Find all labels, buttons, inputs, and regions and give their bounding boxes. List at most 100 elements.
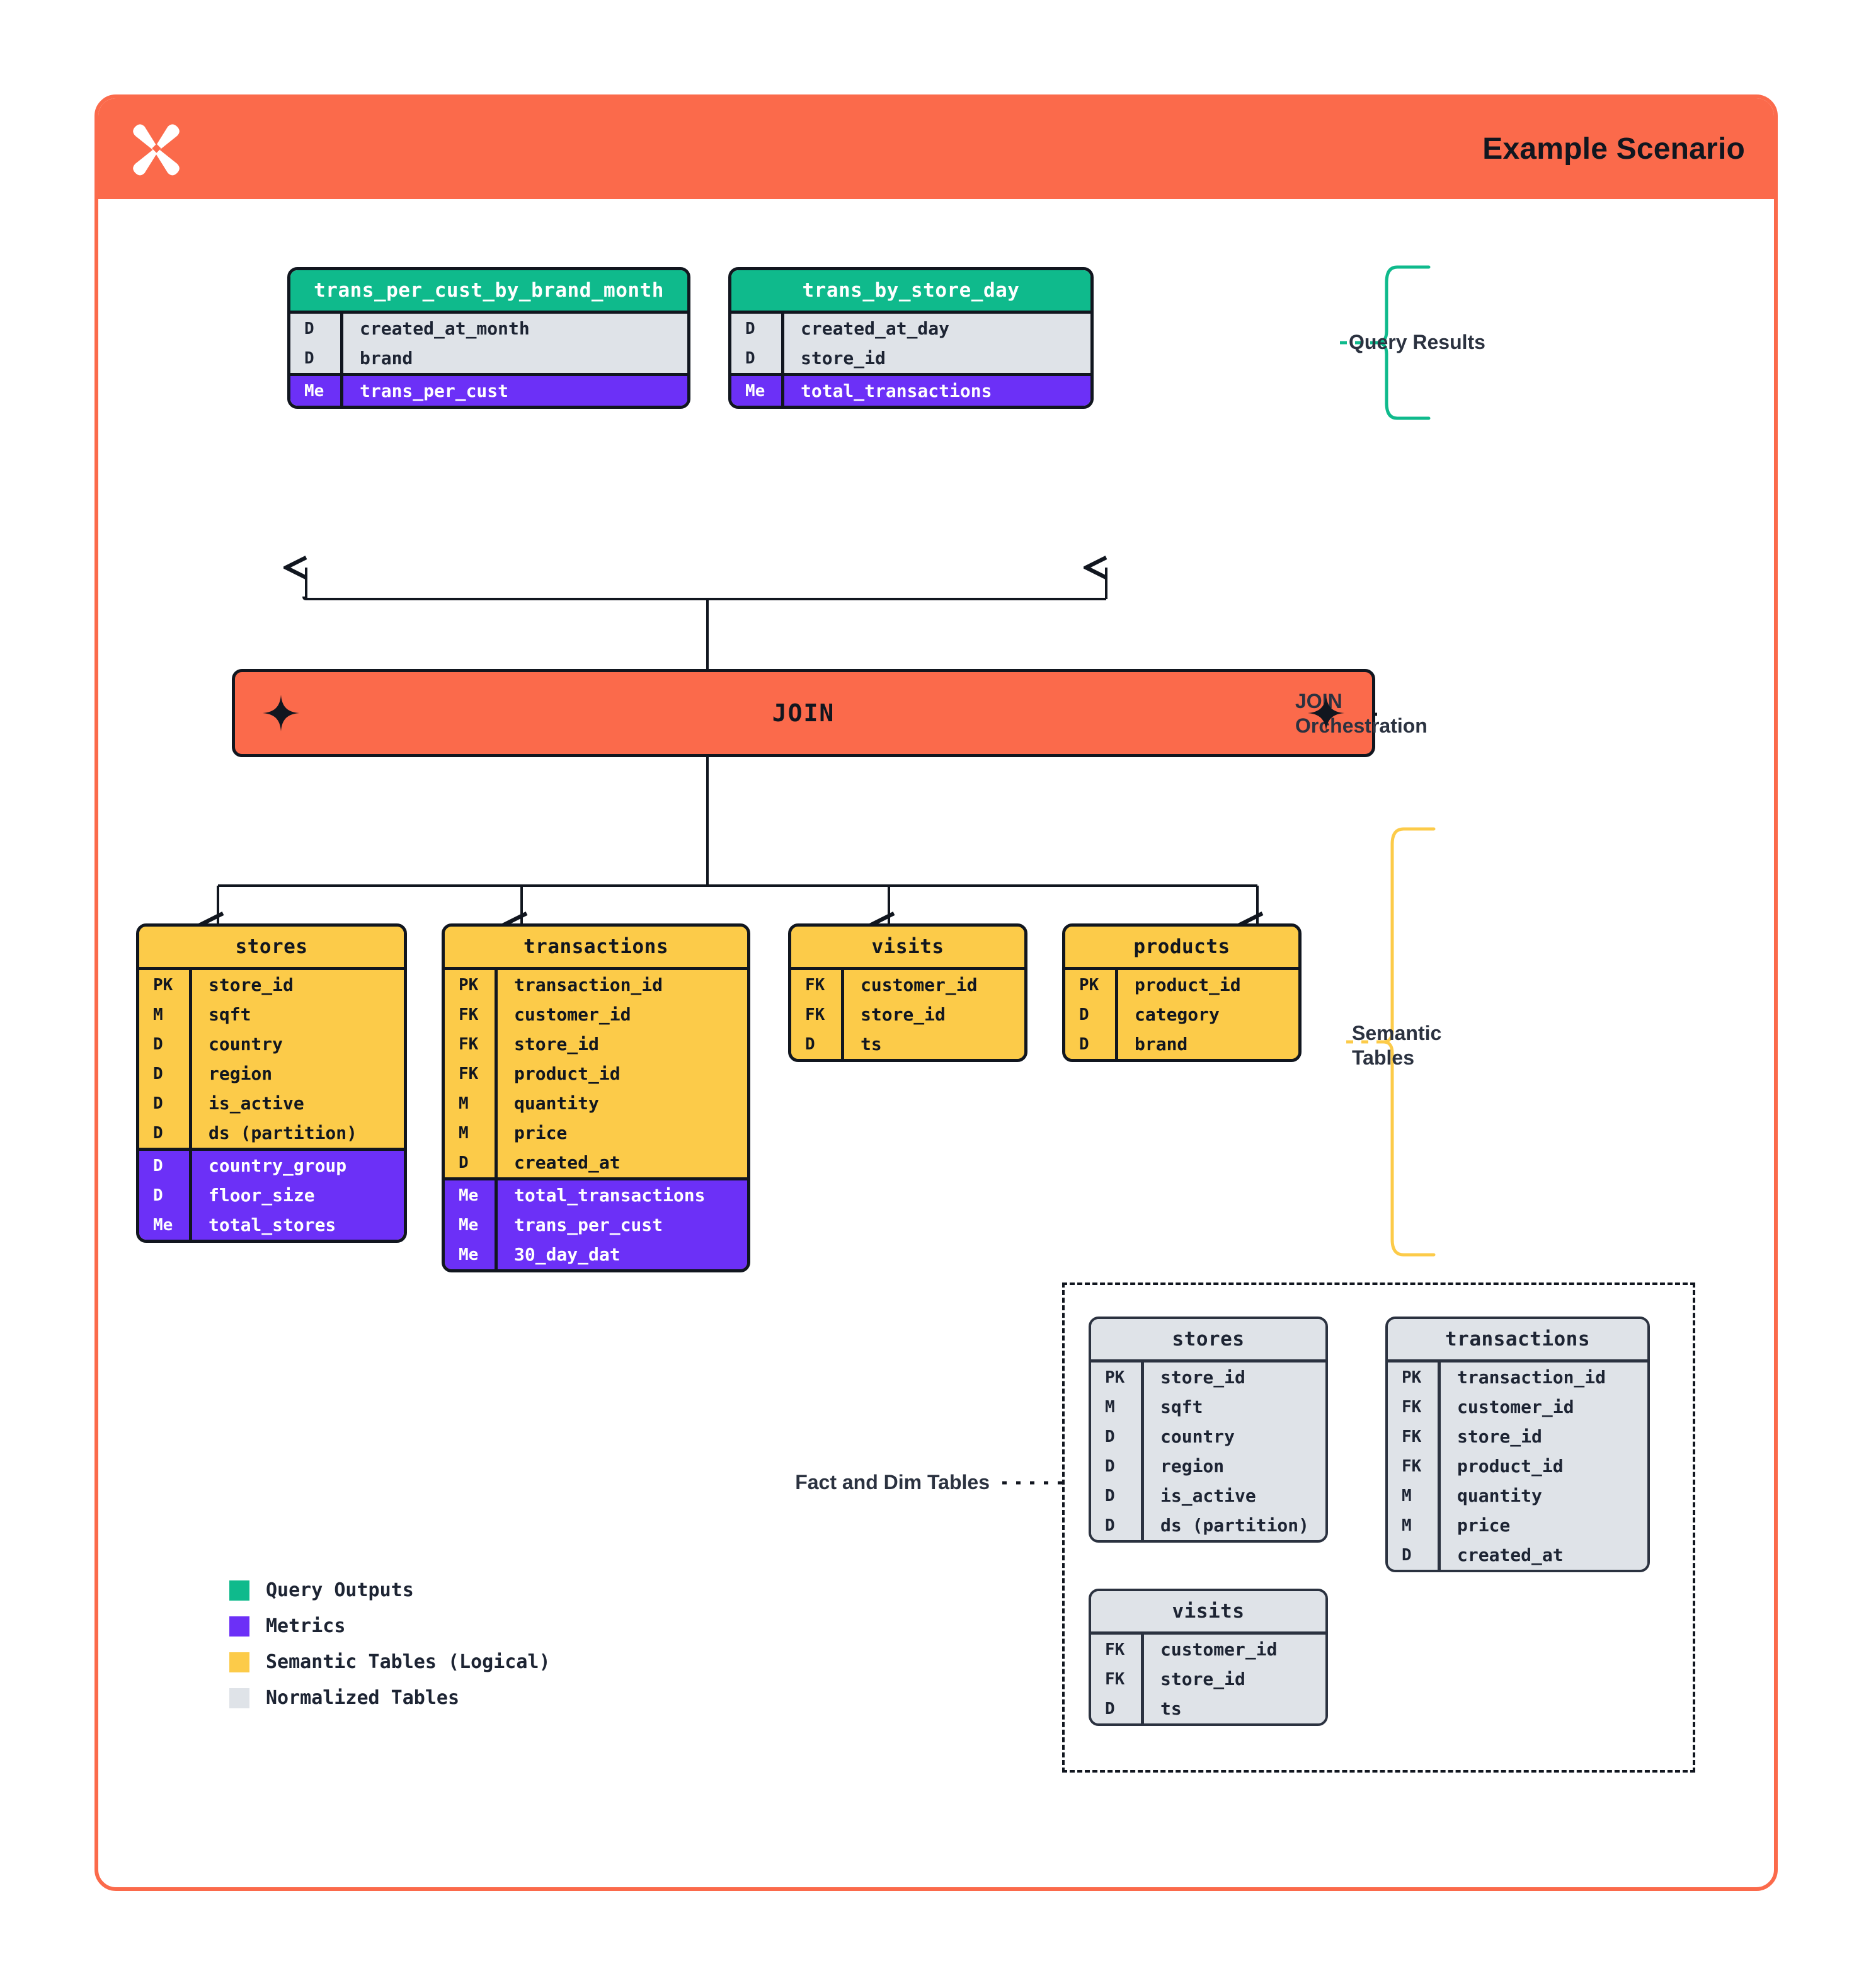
annotation-join-orchestration: JOIN Orchestration — [1295, 689, 1428, 738]
row-key: FK — [445, 1029, 498, 1059]
row-field: ds (partition) — [209, 1123, 358, 1143]
row-key: D — [139, 1118, 192, 1148]
row-field: floor_size — [209, 1185, 315, 1206]
row-field: country — [1160, 1426, 1235, 1447]
table-row: D brand — [290, 343, 687, 373]
row-field: customer_id — [1457, 1397, 1574, 1417]
row-field: store_id — [1160, 1367, 1245, 1388]
row-key: PK — [445, 970, 498, 1000]
row-field: customer_id — [514, 1004, 631, 1025]
row-key: D — [290, 343, 343, 373]
row-key: M — [445, 1118, 498, 1148]
legend-label: Query Outputs — [266, 1579, 414, 1601]
annotation-semantic-line1: Semantic — [1352, 1022, 1442, 1044]
row-key: D — [139, 1180, 192, 1210]
row-field: brand — [360, 348, 413, 368]
row-key: Me — [445, 1210, 498, 1240]
row-field: created_at — [514, 1152, 621, 1173]
row-field: ts — [861, 1034, 882, 1054]
table-row: PK store_id — [1091, 1362, 1325, 1392]
row-key: Me — [139, 1210, 192, 1240]
row-key: FK — [1091, 1635, 1144, 1664]
row-field: quantity — [1457, 1485, 1542, 1506]
row-key: FK — [1388, 1422, 1441, 1451]
table-dimensions: D created_at_day D store_id — [731, 311, 1090, 373]
row-key: FK — [445, 1000, 498, 1029]
row-field: total_transactions — [514, 1185, 706, 1206]
sparkle-icon — [1308, 695, 1344, 731]
table-row: Me total_transactions — [731, 376, 1090, 406]
row-field: brand — [1135, 1034, 1188, 1054]
annotation-join-line2: Orchestration — [1295, 714, 1428, 738]
legend-swatch — [229, 1580, 249, 1601]
table-row: Me trans_per_cust — [290, 376, 687, 406]
join-label: JOIN — [772, 699, 835, 727]
row-key: PK — [1388, 1362, 1441, 1392]
table-header: stores — [1091, 1319, 1325, 1359]
table-row: FK customer_id — [445, 1000, 747, 1029]
table-row: Me total_transactions — [445, 1180, 747, 1210]
row-key: PK — [1091, 1362, 1144, 1392]
row-key: D — [1091, 1422, 1144, 1451]
annotation-fact-and-dim-tables: Fact and Dim Tables — [795, 1471, 990, 1494]
annotation-semantic-tables: Semantic Tables — [1352, 1021, 1441, 1070]
row-key: Me — [445, 1180, 498, 1210]
join-orchestration-bar[interactable]: JOIN — [232, 669, 1375, 757]
row-key: FK — [1091, 1664, 1144, 1694]
row-field: region — [209, 1063, 273, 1084]
row-field: 30_day_dat — [514, 1244, 621, 1265]
table-header: trans_per_cust_by_brand_month — [290, 270, 687, 311]
table-header: visits — [1091, 1591, 1325, 1631]
table-header: trans_by_store_day — [731, 270, 1090, 311]
row-key: PK — [139, 970, 192, 1000]
row-key: Me — [445, 1240, 498, 1269]
row-key: M — [139, 1000, 192, 1029]
row-key: PK — [1065, 970, 1118, 1000]
legend-swatch — [229, 1688, 249, 1708]
row-field: ds (partition) — [1160, 1515, 1310, 1536]
table-header: transactions — [445, 927, 747, 967]
query-result-table-trans-by-store-day[interactable]: trans_by_store_day D created_at_day D st… — [728, 267, 1094, 409]
row-key: D — [1091, 1511, 1144, 1540]
row-key: D — [791, 1029, 844, 1059]
row-key: D — [445, 1148, 498, 1177]
table-row: Me 30_day_dat — [445, 1240, 747, 1269]
row-key: FK — [791, 1000, 844, 1029]
table-header: products — [1065, 927, 1298, 967]
row-field: trans_per_cust — [360, 380, 509, 401]
row-field: customer_id — [861, 974, 978, 995]
query-result-table-trans-per-cust-by-brand-month[interactable]: trans_per_cust_by_brand_month D created_… — [287, 267, 690, 409]
row-field: created_at_day — [801, 318, 950, 339]
row-field: total_transactions — [801, 380, 992, 401]
legend-item-semantic-tables: Semantic Tables (Logical) — [229, 1651, 551, 1673]
row-key: D — [731, 343, 784, 373]
row-field: store_id — [209, 974, 294, 995]
